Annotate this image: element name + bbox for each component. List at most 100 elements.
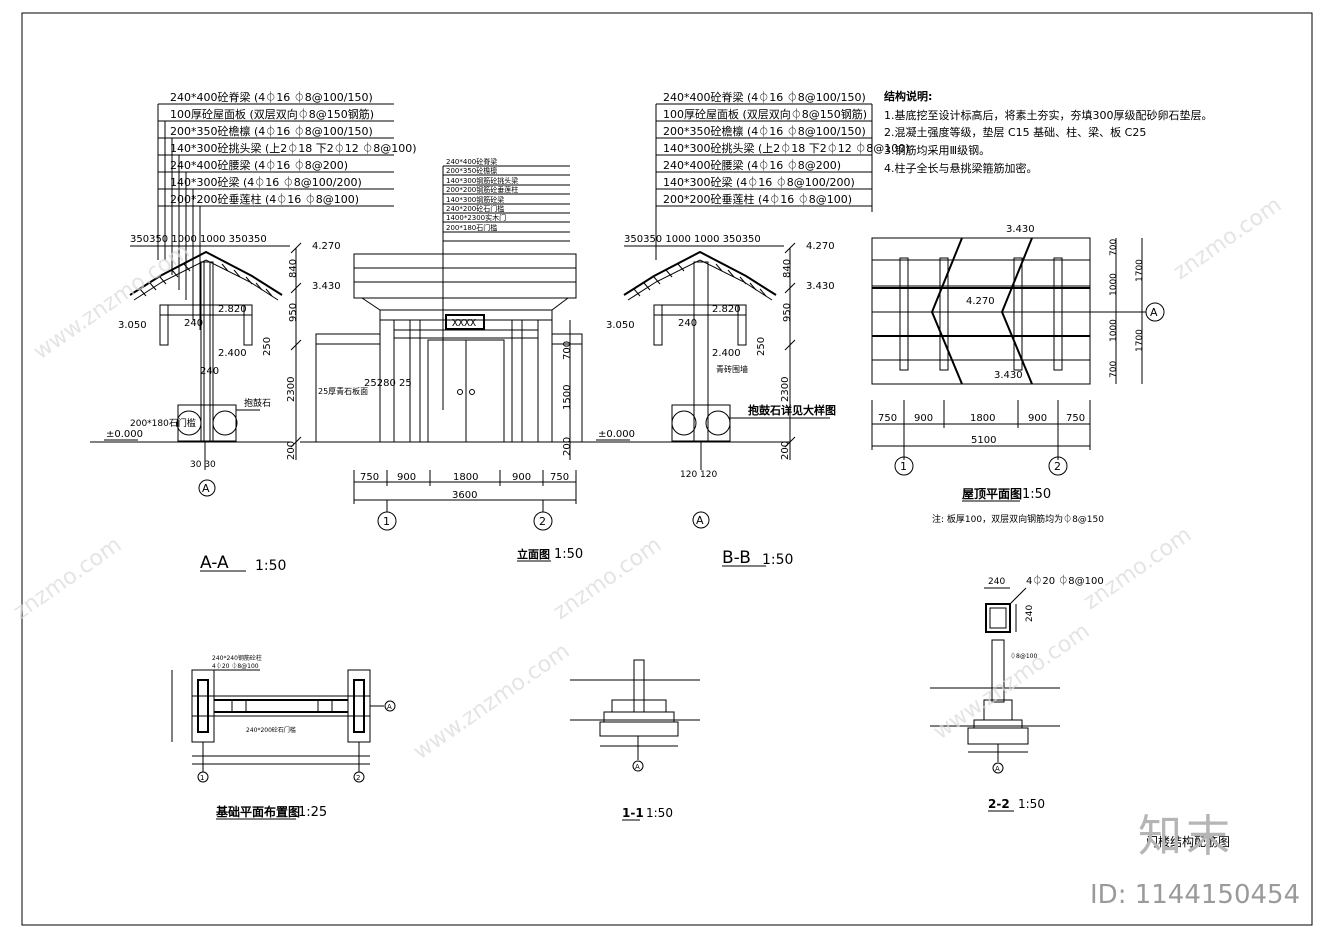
level-mark: ±0.000 — [106, 429, 143, 440]
vert-dim: 1500 — [562, 385, 573, 410]
dim: 1800 — [970, 413, 995, 424]
note-item: 2.混凝土强度等级，垫层 C15 基础、柱、梁、板 C25 — [884, 125, 1146, 139]
level-mark: 3.430 — [312, 281, 341, 292]
view-scale: 1:50 — [762, 552, 793, 568]
view-scale: 1:25 — [298, 805, 327, 820]
level-mark: 2.400 — [218, 348, 247, 359]
section-bb-roof — [623, 250, 777, 316]
spec-line: 240*400砼脊梁 (4⏀16 ⏀8@100/150) — [663, 90, 866, 104]
side-dim: 700 — [1109, 239, 1119, 256]
dim: 900 — [914, 413, 933, 424]
spec-line: 140*300砼挑头梁 (上2⏀18 下2⏀12 ⏀8@100) — [170, 141, 417, 155]
callout: 240*240钢筋砼柱 — [212, 654, 262, 662]
total-dim: 3600 — [452, 490, 477, 501]
dim: 900 — [1028, 413, 1047, 424]
vert-dim: 2300 — [780, 377, 791, 402]
vert-dim: 950 — [782, 303, 793, 322]
column-depth: 240 — [1025, 605, 1035, 622]
vert-dim: 2300 — [286, 377, 297, 402]
axis-label: 2 — [1054, 460, 1061, 473]
notes-heading: 结构说明: — [883, 89, 932, 103]
spec-line: 140*300砼挑头梁 (上2⏀18 下2⏀12 ⏀8@100) — [663, 141, 910, 155]
note-item: 3.钢筋均采用Ⅲ级钢。 — [884, 143, 990, 157]
callout-brick-wall: 青砖围墙 — [716, 364, 748, 374]
level-mark: 3.430 — [994, 370, 1023, 381]
spec-line: 200*350砼檐檩 (4⏀16 ⏀8@100/150) — [170, 124, 373, 138]
axis-label: A — [635, 763, 640, 771]
watermark: www.znzmo.com — [29, 239, 194, 365]
note-item: 4.柱子全长与悬挑梁箍筋加密。 — [884, 161, 1038, 175]
column-section — [985, 603, 1011, 633]
note-item: 1.基底挖至设计标高后，将素土夯实，夯填300厚级配砂卵石垫层。 — [884, 108, 1213, 122]
elevation: 240*400砼脊梁 200*350砼檐檩 140*300钢筋砼挑头梁 200*… — [300, 157, 600, 562]
level-mark: 2.400 — [712, 348, 741, 359]
drawing-id: ID: 1144150454 — [1090, 880, 1301, 910]
footing-section — [967, 727, 1029, 745]
axis-label: 2 — [539, 515, 546, 528]
spec-line: 200*200钢筋砼垂莲柱 — [446, 185, 518, 194]
spec-line: 100厚砼屋面板 (双层双向⏀8@150钢筋) — [170, 107, 374, 121]
callout: 240*200砼石门槛 — [246, 726, 296, 734]
spec-line: 200*200砼垂莲柱 (4⏀16 ⏀8@100) — [170, 192, 359, 206]
gate-sign — [445, 314, 485, 330]
callout-drum-stone: 抱鼓石详见大样图 — [748, 403, 836, 417]
gate-roof — [353, 253, 577, 299]
total-dim: 5100 — [971, 435, 996, 446]
level-mark: 4.270 — [806, 241, 835, 252]
column — [693, 261, 709, 443]
view-title: B-B — [722, 548, 751, 568]
column-width: 240 — [988, 577, 1005, 587]
axis-label: A — [995, 765, 1000, 773]
callout-drum-stone: 抱鼓石 — [244, 397, 271, 409]
spec-line: 1400*2300实木门 — [446, 213, 506, 222]
spec-line: 200*200砼垂莲柱 (4⏀16 ⏀8@100) — [663, 192, 852, 206]
vert-dim: 700 — [562, 341, 573, 360]
callout: 4⏀20 ⏀8@100 — [212, 662, 259, 670]
dim: 750 — [878, 413, 897, 424]
view-scale: 1:50 — [554, 547, 583, 562]
footing-section — [599, 721, 679, 737]
side-total: 1700 — [1135, 329, 1145, 352]
dim: 900 — [512, 472, 531, 483]
level-mark: ±0.000 — [598, 429, 635, 440]
watermark: www.znzmo.com — [409, 639, 574, 765]
drum-stone — [671, 410, 697, 436]
foundation-plan: 240*240钢筋砼柱 4⏀20 ⏀8@100 A 240*200砼石门槛 1 … — [171, 654, 396, 820]
base-dims: 30 30 — [190, 460, 216, 470]
section-aa-roof — [129, 250, 283, 316]
section-aa: 240*400砼脊梁 (4⏀16 ⏀8@100/150) 100厚砼屋面板 (双… — [90, 90, 417, 574]
vert-dim: 250 — [262, 337, 273, 356]
view-title: A-A — [200, 553, 229, 573]
vert-dim: 950 — [288, 303, 299, 322]
vert-dim: 240 — [184, 318, 203, 329]
drum-stone — [705, 410, 731, 436]
sheet-border — [21, 12, 1313, 926]
spec-line: 140*300砼梁 (4⏀16 ⏀8@100/200) — [663, 175, 855, 189]
spec-line: 200*350砼檐檩 (4⏀16 ⏀8@100/150) — [663, 124, 866, 138]
vert-dim: 250 — [756, 337, 767, 356]
vert-dim: 200 — [286, 441, 297, 460]
section-aa-specs: 240*400砼脊梁 (4⏀16 ⏀8@100/150) 100厚砼屋面板 (双… — [157, 90, 417, 330]
stirrup-spec: ⏀8@100 — [1010, 652, 1037, 660]
vert-dim: 200 — [562, 437, 573, 456]
view-title: 立面图 — [517, 547, 550, 561]
level-mark: 3.430 — [1006, 224, 1035, 235]
dim: 750 — [550, 472, 569, 483]
vert-dim: 240 — [200, 366, 219, 377]
view-scale: 1:50 — [646, 806, 673, 820]
level-mark: 2.820 — [712, 304, 741, 315]
door-dims: 25280 25 — [364, 378, 412, 389]
level-mark: 4.270 — [966, 296, 995, 307]
level-mark: 3.050 — [606, 320, 635, 331]
spec-line: 140*300砼梁 (4⏀16 ⏀8@100/200) — [170, 175, 362, 189]
watermark: znzmo.com — [1169, 192, 1286, 284]
roof-note: 注: 板厚100，双层双向钢筋均为⏀8@150 — [932, 513, 1104, 525]
section-22: 240 4⏀20 ⏀8@100 240 ⏀8@100 A 2-2 1:50 — [930, 574, 1104, 812]
spec-line: 100厚砼屋面板 (双层双向⏀8@150钢筋) — [663, 107, 867, 121]
dim: 1800 — [453, 472, 478, 483]
view-title: 1-1 — [622, 806, 644, 820]
section-11: A 1-1 1:50 — [570, 659, 700, 821]
spec-line: 140*300钢筋砼挑头梁 — [446, 176, 518, 185]
side-total: 1700 — [1135, 259, 1145, 282]
sheet-title: 门楼结构配筋图 — [1146, 834, 1230, 849]
